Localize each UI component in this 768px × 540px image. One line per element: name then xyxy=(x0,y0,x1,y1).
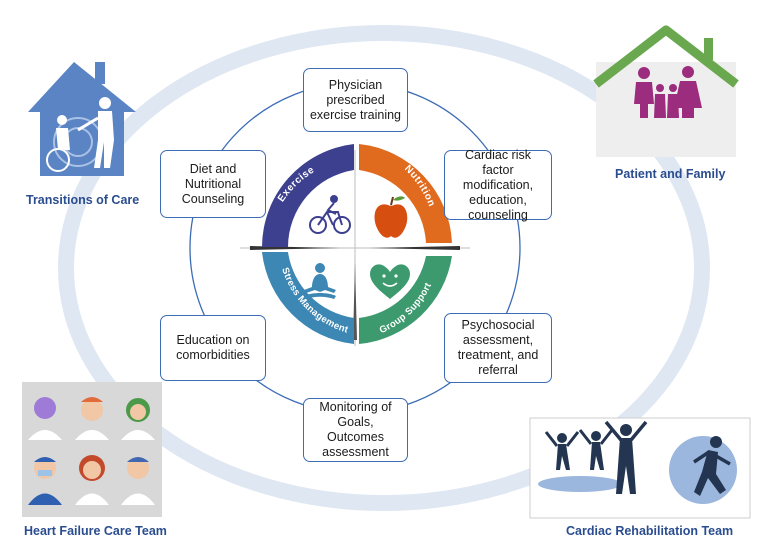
nutrition-segment xyxy=(359,144,452,243)
transitions-house-icon xyxy=(28,62,136,176)
doctor-avatar-1 xyxy=(28,397,62,440)
family-house-icon xyxy=(593,25,739,157)
heart-failure-team-label: Heart Failure Care Team xyxy=(24,524,167,538)
runner-icon xyxy=(693,436,731,496)
meditation-icon xyxy=(304,263,336,299)
physician-exercise-box: Physician prescribed exercise training xyxy=(303,68,408,132)
heart-smile-icon xyxy=(370,264,410,299)
risk-factor-box: Cardiac risk factor modification, educat… xyxy=(444,148,552,222)
doctor-avatar-4 xyxy=(121,457,155,505)
transitions-of-care-label: Transitions of Care xyxy=(26,193,140,207)
surgeon-avatar xyxy=(28,457,62,505)
monitoring-box: Monitoring of Goals, Outcomes assessment xyxy=(303,398,408,462)
exercise-segment xyxy=(262,144,354,247)
exercising-people-icon xyxy=(544,420,648,494)
outer-ring xyxy=(58,25,710,511)
doctor-avatar-3 xyxy=(75,455,109,505)
cardiac-rehab-team-label: Cardiac Rehabilitation Team xyxy=(566,524,734,538)
psychosocial-box: Psychosocial assessment, treatment, and … xyxy=(444,313,552,383)
nurse-avatar xyxy=(75,397,109,440)
group-segment xyxy=(359,256,452,344)
diet-box: Diet and Nutritional Counseling xyxy=(160,150,266,218)
comorbidities-box: Education on comorbidities xyxy=(160,315,266,381)
center-cross xyxy=(240,150,470,346)
rehab-team-panel xyxy=(529,417,751,519)
patient-family-label: Patient and Family xyxy=(615,167,726,181)
care-team-panel xyxy=(22,382,162,517)
bicycle-icon xyxy=(309,195,351,234)
apple-icon xyxy=(374,196,408,238)
doctor-avatar-2 xyxy=(121,398,155,440)
